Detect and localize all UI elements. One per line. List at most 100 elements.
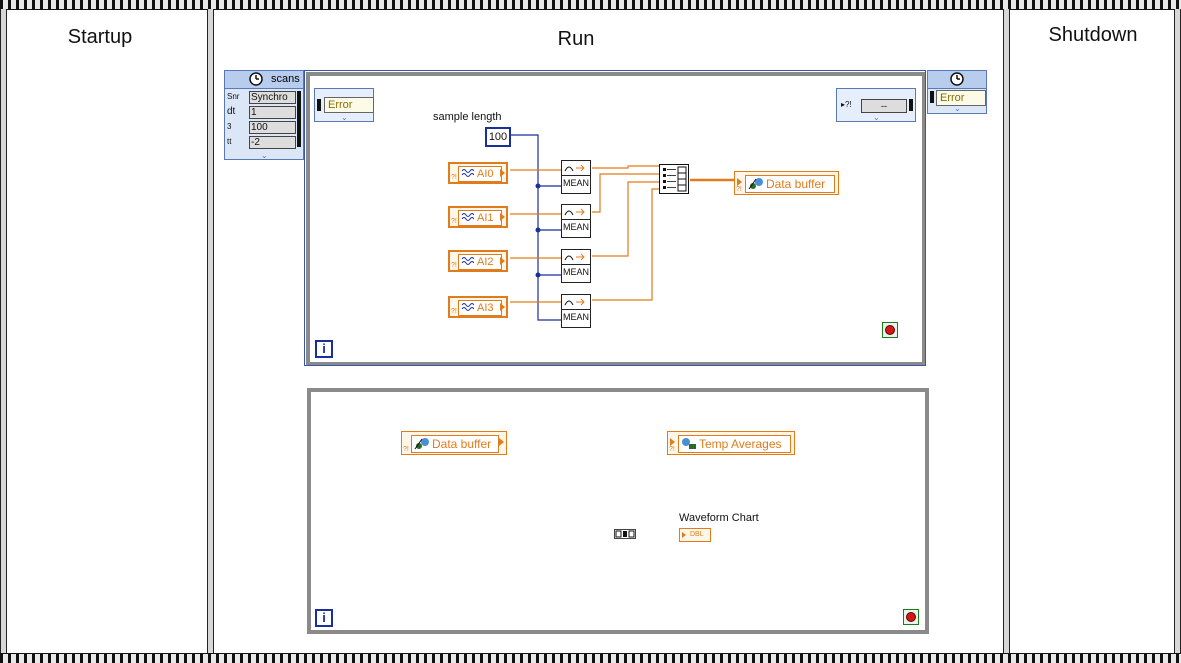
daq-timing-header: scans (225, 71, 303, 89)
ai-channel-box: AI2 (458, 254, 502, 270)
data-buffer-label: Data buffer (766, 177, 826, 191)
mean-label: MEAN (562, 267, 589, 277)
daq-stop-node[interactable]: Error ⌄ (927, 70, 987, 114)
mean-node[interactable]: MEAN (561, 249, 591, 283)
daq-timing-node[interactable]: scans Snr Synchro dt 1 3 100 tt -2 ⌄ (224, 70, 304, 160)
mean-node[interactable]: MEAN (561, 204, 591, 238)
error-cluster-in[interactable]: Error ⌄ (314, 88, 374, 122)
input-terminal (737, 178, 742, 186)
daq-stop-header (928, 71, 986, 89)
frame-shutdown[interactable]: Shutdown (1010, 10, 1173, 653)
data-buffer-label: Data buffer (432, 437, 492, 451)
waveform-chart-type: DBL (690, 531, 704, 538)
while-loop-display[interactable] (307, 388, 929, 634)
error-label: Error (940, 92, 965, 104)
frame-divider-2 (1003, 9, 1010, 653)
daq-timing-header-label: scans (271, 73, 300, 85)
output-terminal (500, 169, 505, 177)
ai-channel-label: AI3 (477, 302, 494, 314)
warning-icon: ?! (451, 174, 457, 181)
warning-icon: ?! (736, 186, 742, 193)
sample-length-constant[interactable]: 100 (485, 127, 511, 147)
frame-divider-1 (207, 9, 214, 653)
ai-channel-node[interactable]: AI1 ?! (448, 206, 508, 228)
error-label-box: Error (324, 97, 374, 113)
sample-length-label: sample length (433, 111, 502, 123)
frame-title-startup: Startup (67, 26, 133, 48)
output-terminal (499, 438, 504, 446)
error-terminal-bar (930, 91, 934, 103)
daq-row-glyph: 3 (227, 122, 232, 131)
build-array-node[interactable] (659, 164, 689, 194)
daq-row-value[interactable]: 1 (249, 106, 296, 119)
status-value: -- (861, 99, 907, 113)
ai-channel-label: AI1 (477, 212, 494, 224)
mean-label: MEAN (562, 222, 589, 232)
ai-channel-node[interactable]: AI0 ?! (448, 162, 508, 184)
status-terminal-bar (909, 99, 913, 111)
build-array-icon (663, 166, 687, 192)
error-terminal-bar (317, 99, 321, 111)
warning-icon: ?! (403, 446, 409, 453)
clock-icon (249, 72, 263, 86)
temp-averages-node[interactable]: ?! Temp Averages (667, 431, 795, 455)
daq-row-timeout[interactable]: tt -2 (227, 136, 296, 149)
mean-node[interactable]: MEAN (561, 294, 591, 328)
data-buffer-write-node[interactable]: ?! Data buffer (734, 171, 839, 195)
shared-variable-icon (748, 178, 763, 190)
waveform-chart-label: Waveform Chart (679, 512, 759, 524)
daq-row-value[interactable]: 100 (249, 121, 296, 134)
waveform-icon (461, 303, 474, 311)
data-buffer-box: Data buffer (745, 175, 835, 193)
ai-channel-node[interactable]: AI3 ?! (448, 296, 508, 318)
status-shift-register[interactable]: ▸?! -- ⌄ (836, 88, 916, 122)
ai-channel-node[interactable]: AI2 ?! (448, 250, 508, 272)
daq-row-value[interactable]: -2 (249, 136, 296, 149)
input-terminal (670, 438, 675, 446)
loop-iteration-icon: i (315, 340, 333, 358)
daq-row-glyph: dt (227, 106, 236, 117)
frame-title-run: Run (557, 28, 595, 50)
warning-icon: ?! (669, 446, 675, 453)
waveform-chart-terminal[interactable]: DBL (679, 528, 711, 542)
output-terminal (500, 213, 505, 221)
output-terminal (500, 303, 505, 311)
warning-icon: ?! (451, 262, 457, 269)
chevron-down-icon[interactable]: ⌄ (341, 113, 348, 122)
daq-row-glyph: tt (227, 137, 232, 146)
daq-row-value[interactable]: Synchro (249, 91, 296, 104)
mean-node[interactable]: MEAN (561, 160, 591, 194)
warning-icon: ▸?! (841, 100, 852, 109)
ai-channel-box: AI3 (458, 300, 502, 316)
stop-icon[interactable] (882, 322, 898, 338)
daq-row-count[interactable]: 3 100 (227, 121, 296, 134)
waveform-icon (461, 213, 474, 221)
frame-startup[interactable]: Startup (7, 10, 206, 653)
data-buffer-read-node[interactable]: ?! Data buffer (401, 431, 507, 455)
temp-averages-label: Temp Averages (699, 437, 782, 451)
index-array-node[interactable] (614, 529, 636, 539)
waveform-icon (461, 257, 474, 265)
while-loop-acquire[interactable] (306, 72, 926, 366)
mean-label: MEAN (562, 178, 589, 188)
daq-row-sync[interactable]: Snr Synchro (227, 91, 296, 104)
sequence-top-border (0, 0, 1181, 10)
chevron-down-icon[interactable]: ⌄ (261, 151, 268, 160)
warning-icon: ?! (451, 218, 457, 225)
clock-icon (950, 72, 964, 86)
chevron-down-icon[interactable]: ⌄ (873, 113, 880, 122)
data-buffer-box: Data buffer (411, 435, 499, 453)
ai-channel-label: AI2 (477, 256, 494, 268)
network-variable-icon (682, 438, 696, 449)
index-array-icon (615, 530, 635, 538)
waveform-icon (461, 169, 474, 177)
shared-variable-icon (414, 438, 429, 450)
daq-row-glyph: Snr (227, 92, 240, 101)
frame-title-shutdown: Shutdown (1048, 24, 1138, 46)
daq-row-dt[interactable]: dt 1 (227, 106, 296, 119)
frame-divider-right (1174, 9, 1181, 653)
stop-icon[interactable] (903, 609, 919, 625)
chevron-down-icon[interactable]: ⌄ (954, 104, 961, 113)
mean-icon (562, 298, 590, 310)
mean-icon (562, 208, 590, 220)
